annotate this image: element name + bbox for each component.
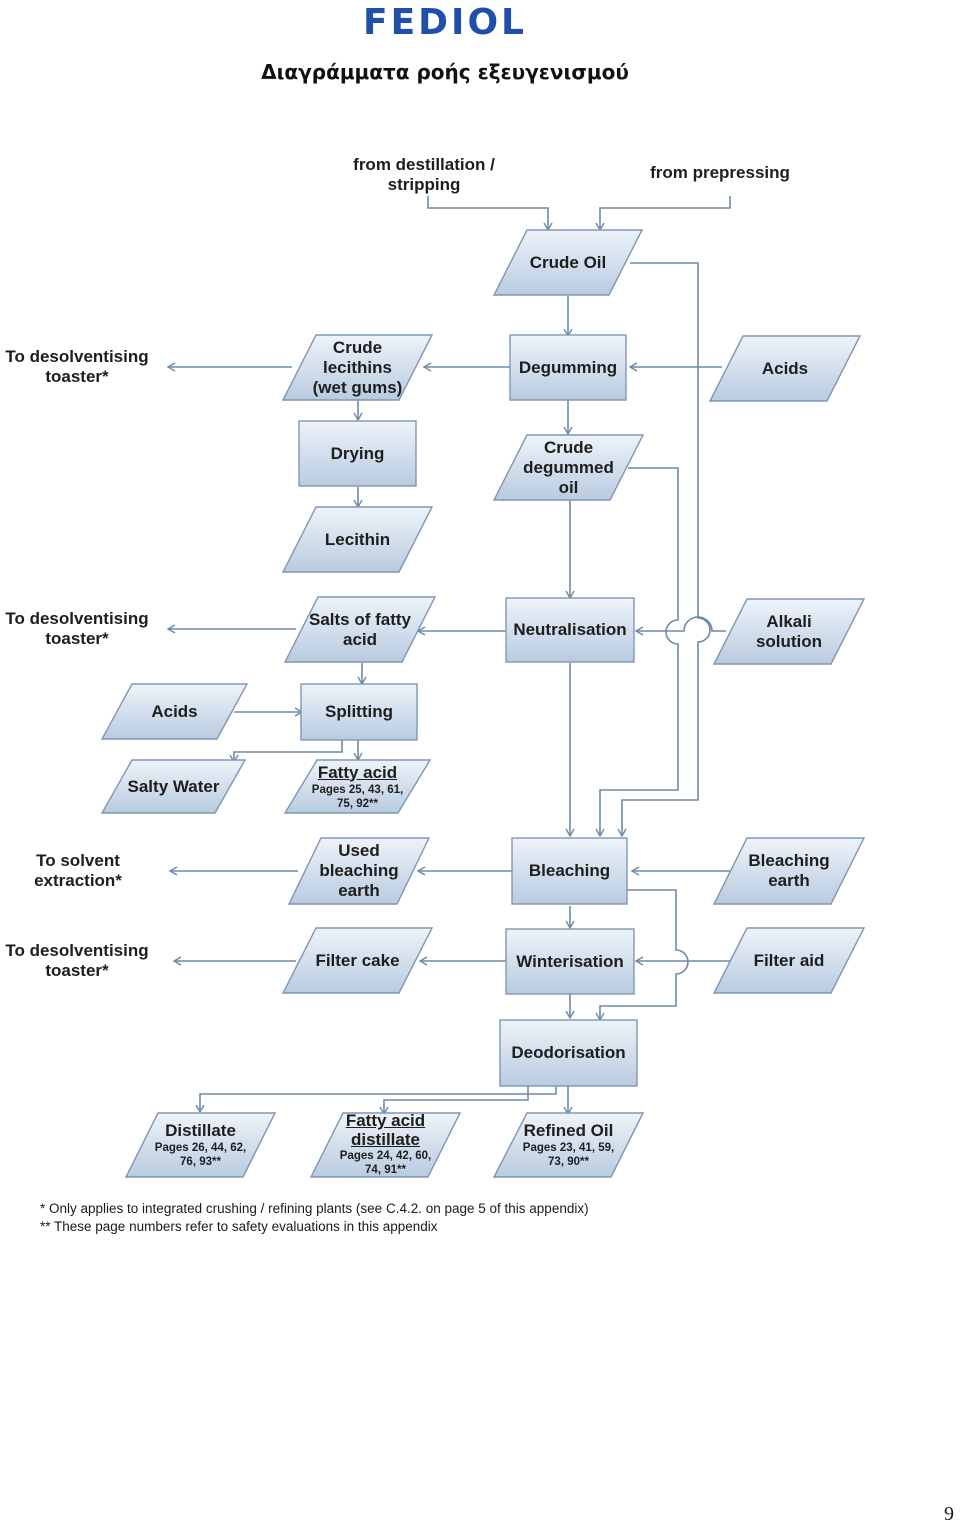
refined-oil-shape bbox=[492, 1112, 645, 1178]
arrow-deodor-distillate bbox=[195, 1086, 557, 1114]
fatty-acid-shape bbox=[283, 759, 432, 814]
acids-node-1: Acids bbox=[761, 358, 809, 378]
footnotes: * Only applies to integrated crushing / … bbox=[40, 1200, 589, 1236]
bleaching-box bbox=[511, 837, 628, 905]
neutralisation-node: Neutralisation bbox=[513, 620, 627, 639]
fediol-logo: FEDIOL bbox=[362, 2, 527, 43]
salts-fatty-acid-shape bbox=[283, 596, 437, 663]
crude-oil-node: Crude Oil bbox=[529, 252, 607, 272]
fatty-acid-distillate-node: Fatty acid distillate Pages 24, 42, 60, … bbox=[311, 1108, 460, 1180]
fatty-acid-distillate-title: Fatty acid distillate bbox=[345, 1111, 426, 1149]
refined-oil-pages: Pages 23, 41, 59, 73, 90** bbox=[522, 1142, 615, 1168]
filter-aid-node: Filter aid bbox=[753, 950, 825, 970]
acids-1-shape bbox=[708, 335, 862, 402]
crude-lecithins-node: Crude lecithins (wet gums) bbox=[312, 337, 403, 397]
arrow-distillation-crude-oil bbox=[427, 196, 553, 232]
deodorisation-node: Deodorisation bbox=[511, 1043, 626, 1062]
footnote-2: ** These page numbers refer to safety ev… bbox=[40, 1219, 438, 1234]
fatty-acid-pages: Pages 25, 43, 61, 75, 92** bbox=[311, 783, 404, 810]
arrow-bleaching-bypass bbox=[595, 889, 689, 1022]
fatty-acid-distillate-pages: Pages 24, 42, 60, 74, 91** bbox=[339, 1150, 432, 1176]
used-bleaching-earth-shape bbox=[287, 837, 431, 905]
distillate-shape bbox=[124, 1112, 277, 1178]
crude-lecithins-shape bbox=[281, 334, 434, 401]
splitting-node: Splitting bbox=[325, 702, 393, 721]
degumming-box bbox=[509, 334, 627, 401]
arrow-splitting-salty-water bbox=[229, 740, 343, 764]
salty-water-node: Salty Water bbox=[127, 776, 220, 796]
lecithin-node: Lecithin bbox=[324, 529, 391, 549]
acids-node-2: Acids bbox=[151, 701, 198, 721]
fatty-acid-distillate-shape bbox=[309, 1112, 462, 1178]
arrow-deodor-fa-distillate bbox=[379, 1086, 529, 1116]
drying-node: Drying bbox=[330, 443, 385, 463]
to-desolventising-label-1: To desolventising toaster* bbox=[5, 347, 149, 386]
to-solvent-extraction-label: To solvent extraction* bbox=[34, 851, 122, 890]
filter-aid-shape bbox=[712, 927, 866, 994]
arrow-crude-oil-bypass bbox=[617, 262, 711, 838]
crude-degummed-oil-node: Crude degummed oil bbox=[523, 437, 614, 497]
refined-oil-title: Refined Oil bbox=[523, 1121, 614, 1140]
alkali-solution-shape bbox=[712, 598, 866, 665]
neutralisation-box bbox=[505, 597, 635, 663]
arrow-alkali-neutralisation bbox=[634, 616, 726, 636]
footnote-1: * Only applies to integrated crushing / … bbox=[40, 1201, 589, 1216]
distillate-pages: Pages 26, 44, 62, 76, 93** bbox=[154, 1142, 247, 1168]
crude-degummed-oil-shape bbox=[492, 434, 645, 501]
fatty-acid-title: Fatty acid bbox=[317, 762, 398, 782]
to-desolventising-label-3: To desolventising toaster* bbox=[5, 941, 149, 980]
refined-oil-node: Refined Oil Pages 23, 41, 59, 73, 90** bbox=[494, 1113, 643, 1177]
bleaching-node: Bleaching bbox=[528, 861, 611, 880]
splitting-box bbox=[300, 683, 418, 741]
distillate-title: Distillate bbox=[165, 1121, 236, 1140]
salts-fatty-acid-node: Salts of fatty acid bbox=[308, 609, 412, 649]
page-title: Διαγράμματα ροής εξευγενισμού bbox=[261, 60, 629, 84]
salty-water-shape bbox=[100, 759, 247, 814]
bleaching-earth-shape bbox=[712, 837, 866, 905]
from-distillation-label: from destillation / stripping bbox=[353, 155, 495, 194]
arrow-prepressing-crude-oil bbox=[595, 196, 731, 232]
from-prepressing-label: from prepressing bbox=[650, 163, 790, 182]
acids-2-shape bbox=[100, 683, 249, 740]
crude-oil-shape bbox=[492, 229, 644, 296]
arrow-cdo-bypass bbox=[595, 467, 679, 838]
filter-cake-shape bbox=[281, 927, 434, 994]
bleaching-earth-node: Bleaching earth bbox=[748, 851, 830, 890]
to-desolventising-label-2: To desolventising toaster* bbox=[5, 609, 149, 648]
page-number: 9 bbox=[944, 1503, 954, 1525]
degumming-node: Degumming bbox=[518, 357, 618, 377]
filter-cake-node: Filter cake bbox=[315, 950, 400, 970]
deodorisation-box bbox=[499, 1019, 638, 1087]
drying-box bbox=[298, 420, 417, 487]
lecithin-shape bbox=[281, 506, 434, 573]
fatty-acid-node: Fatty acid Pages 25, 43, 61, 75, 92** bbox=[285, 760, 430, 813]
alkali-solution-node: Alkali solution bbox=[755, 611, 823, 651]
winterisation-node: Winterisation bbox=[516, 951, 624, 971]
winterisation-box bbox=[505, 928, 635, 995]
distillate-node: Distillate Pages 26, 44, 62, 76, 93** bbox=[126, 1113, 275, 1177]
used-bleaching-earth-node: Used bleaching earth bbox=[319, 841, 399, 900]
